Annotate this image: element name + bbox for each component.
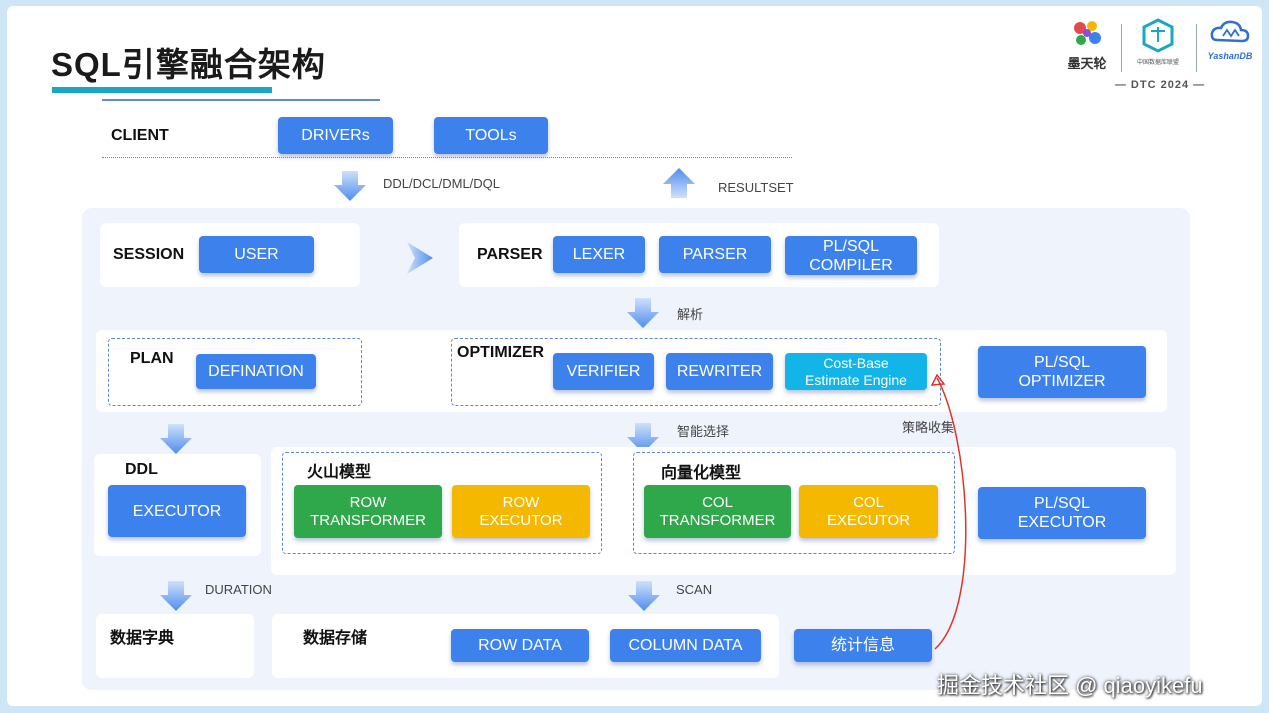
stats-info-box[interactable]: 统计信息 (794, 629, 932, 662)
verifier-box[interactable]: VERIFIER (553, 353, 654, 390)
tools-box[interactable]: TOOLs (434, 117, 548, 154)
resultset-label: RESULTSET (718, 180, 794, 195)
down-arrow-icon (628, 581, 660, 611)
cube-icon (1142, 18, 1174, 53)
storage-label: 数据存储 (303, 630, 368, 647)
yashandb-logo-text: YashanDB (1207, 51, 1253, 61)
plan-label: PLAN (130, 350, 174, 367)
duration-label: DURATION (205, 582, 272, 597)
user-box[interactable]: USER (199, 236, 314, 273)
dictionary-card (96, 614, 254, 678)
cdba-logo: 中国数据库联盟 (1125, 18, 1191, 66)
plsql-executor-box[interactable]: PL/SQL EXECUTOR (978, 487, 1146, 539)
modb-logo-icon (1074, 21, 1101, 45)
vector-label: 向量化模型 (661, 465, 742, 482)
parse-label: 解析 (677, 307, 704, 322)
volcano-group (282, 452, 602, 554)
watermark: 掘金技术社区 @ qiaoyikefu (937, 673, 1203, 698)
optimizer-label: OPTIMIZER (457, 344, 545, 361)
vector-group (633, 452, 955, 554)
cdba-logo-text: 中国数据库联盟 (1136, 60, 1179, 66)
logo-separator (1196, 24, 1197, 72)
slide: SQL引擎融合架构 墨天轮 中国数据库联盟 (7, 6, 1262, 706)
dictionary-label: 数据字典 (110, 630, 175, 647)
down-arrow-icon (334, 171, 366, 201)
logo-separator (1121, 24, 1122, 72)
column-data-box[interactable]: COLUMN DATA (610, 629, 761, 662)
plan-group (108, 338, 362, 406)
title-divider (102, 99, 380, 101)
feedback-arrow (930, 373, 967, 650)
optimizer-group (451, 338, 941, 406)
logo-group: 墨天轮 中国数据库联盟 YashanDB (1059, 18, 1259, 98)
client-label: CLIENT (111, 127, 169, 144)
event-label: — DTC 2024 — (1114, 79, 1206, 91)
smart-select-label: 智能选择 (677, 424, 730, 439)
modb-logo: 墨天轮 (1059, 18, 1115, 72)
row-transformer-box[interactable]: ROW TRANSFORMER (294, 485, 442, 538)
row-data-box[interactable]: ROW DATA (451, 629, 589, 662)
down-arrow-icon (160, 581, 192, 611)
parser-label: PARSER (477, 246, 543, 263)
cloud-icon (1210, 20, 1250, 43)
col-transformer-box[interactable]: COL TRANSFORMER (644, 485, 791, 538)
plsql-optimizer-box[interactable]: PL/SQL OPTIMIZER (978, 346, 1146, 398)
strategy-collect-label: 策略收集 (902, 420, 955, 435)
page-title: SQL引擎融合架构 (51, 46, 326, 83)
modb-logo-text: 墨天轮 (1067, 56, 1107, 71)
rewriter-box[interactable]: REWRITER (666, 353, 773, 390)
lexer-box[interactable]: LEXER (553, 236, 645, 273)
right-arrow-icon (407, 242, 433, 274)
session-label: SESSION (113, 246, 185, 263)
down-arrow-icon (160, 424, 192, 454)
ddl-executor-box[interactable]: EXECUTOR (108, 485, 246, 537)
row-executor-box[interactable]: ROW EXECUTOR (452, 485, 590, 538)
up-arrow-icon (663, 168, 695, 198)
yashandb-logo: YashanDB (1200, 18, 1260, 61)
client-divider (102, 157, 792, 158)
parser-box[interactable]: PARSER (659, 236, 771, 273)
volcano-label: 火山模型 (307, 464, 372, 481)
col-executor-box[interactable]: COL EXECUTOR (799, 485, 938, 538)
ddl-label: DDL (125, 461, 158, 478)
defination-box[interactable]: DEFINATION (196, 354, 316, 389)
ddl-dql-label: DDL/DCL/DML/DQL (383, 176, 501, 191)
event-name: DTC 2024 (1130, 79, 1190, 91)
plsql-compiler-box[interactable]: PL/SQL COMPILER (785, 236, 917, 275)
drivers-box[interactable]: DRIVERs (278, 117, 393, 154)
down-arrow-icon (627, 423, 659, 453)
scan-label: SCAN (676, 582, 713, 597)
title-underline (52, 87, 272, 93)
down-arrow-icon (627, 298, 659, 328)
cost-engine-box[interactable]: Cost-Base Estimate Engine (785, 353, 927, 390)
